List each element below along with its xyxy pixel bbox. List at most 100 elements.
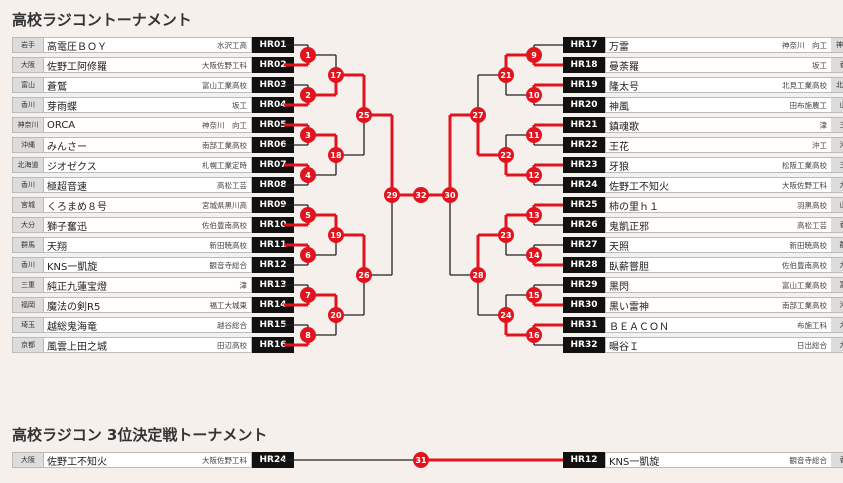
team-name: 万雷 <box>609 41 629 53</box>
heat-id: HR19 <box>563 77 605 93</box>
team-name: 黒閃 <box>609 281 629 293</box>
match-number: 18 <box>330 151 342 160</box>
prefecture-label: 沖縄 <box>831 137 843 153</box>
match-node <box>526 47 542 63</box>
team-name: ジオゼクス <box>47 161 97 173</box>
team-name: 柿の里ｈ１ <box>609 201 659 213</box>
prefecture-label: 群馬 <box>831 237 843 253</box>
third-place-title: 高校ラジコン 3位決定戦トーナメント <box>12 426 268 444</box>
team-name: くろまめ８号 <box>47 201 107 213</box>
heat-id: HR24 <box>563 177 605 193</box>
prefecture-label: 山口 <box>831 97 843 113</box>
prefecture-label: 三重 <box>831 117 843 133</box>
prefecture-label: 富山 <box>12 77 44 93</box>
heat-id: HR03 <box>252 77 294 93</box>
team-name: 曼荼羅 <box>609 61 639 73</box>
school-name: 坂工 <box>232 100 247 110</box>
team-cell: 純正九蓮宝燈津 <box>44 277 252 293</box>
heat-id: HR13 <box>252 277 294 293</box>
prefecture-label: 群馬 <box>12 237 44 253</box>
school-name: 佐伯豊南高校 <box>782 260 827 270</box>
prefecture-label: 京都 <box>12 337 44 353</box>
team-name: 天翔 <box>47 241 67 253</box>
prefecture-label: 神奈川 <box>831 37 843 53</box>
team-row: HR27 天照 新田暁高校群馬 <box>563 237 843 253</box>
heat-id: HR02 <box>252 57 294 73</box>
match-node <box>498 307 514 323</box>
team-name: 神風 <box>609 101 629 113</box>
school-name: 観音寺総合 <box>789 455 828 465</box>
team-name: みんさー <box>47 141 87 153</box>
team-cell: 風雲上田之城田辺高校 <box>44 337 252 353</box>
team-row: HR28臥薪嘗胆佐伯豊南高校大分 <box>563 257 843 273</box>
match-number: 16 <box>528 331 540 340</box>
school-name: 新田暁高校 <box>789 240 828 250</box>
team-row: HR22王花沖工沖縄 <box>563 137 843 153</box>
prefecture-label: 北海道 <box>831 77 843 93</box>
prefecture-label: 富山 <box>831 277 843 293</box>
heat-id: HR07 <box>252 157 294 173</box>
match-node <box>498 147 514 163</box>
team-name: 王花 <box>609 141 629 153</box>
team-name: 鎮魂歌 <box>609 121 639 133</box>
team-cell: 神風 田布施農工 <box>605 97 831 113</box>
team-name: KNS一凱旋 <box>47 261 98 273</box>
team-name: 佐野工阿修羅 <box>47 61 107 73</box>
prefecture-label: 沖縄 <box>831 297 843 313</box>
school-name: 越谷総合 <box>217 320 247 330</box>
match-number: 13 <box>528 211 539 220</box>
heat-id: HR09 <box>252 197 294 213</box>
match-node <box>300 87 316 103</box>
match-node <box>384 187 400 203</box>
heat-id: HR15 <box>252 317 294 333</box>
heat-id: HR27 <box>563 237 605 253</box>
team-cell: 天照 新田暁高校 <box>605 237 831 253</box>
team-name: ORCA <box>47 119 76 131</box>
team-cell: ジオゼクス札幌工業定時 <box>44 157 252 173</box>
prefecture-label: 宮城 <box>12 197 44 213</box>
school-name: 田布施農工 <box>789 100 828 110</box>
school-name: 津 <box>819 120 828 130</box>
match-number: 30 <box>444 191 456 200</box>
team-name: 暘谷Ｉ <box>609 341 639 353</box>
match-number: 25 <box>358 111 370 120</box>
prefecture-label: 大分 <box>831 257 843 273</box>
prefecture-label: 香川 <box>831 57 843 73</box>
heat-id: HR16 <box>252 337 294 353</box>
team-row: HR31ＢＥＡＣＯＮ布施工科大阪 <box>563 317 843 333</box>
match-node <box>328 307 344 323</box>
prefecture-label: 岩手 <box>12 37 44 53</box>
team-name: 臥薪嘗胆 <box>609 261 649 273</box>
team-name: 天照 <box>609 241 629 253</box>
school-name: 水沢工高 <box>217 40 247 50</box>
prefecture-label: 大分 <box>12 217 44 233</box>
match-node <box>526 287 542 303</box>
match-node <box>300 247 316 263</box>
team-cell: 芽雨蝶坂工 <box>44 97 252 113</box>
match-number: 31 <box>415 456 427 465</box>
school-name: 新田暁高校 <box>209 240 248 250</box>
heat-id: HR30 <box>563 297 605 313</box>
team-cell: 万雷神奈川 向工 <box>605 37 831 53</box>
team-row: HR26鬼凱正邪高松工芸香川 <box>563 217 843 233</box>
match-number: 24 <box>500 311 512 320</box>
school-name: 富山工業高校 <box>782 280 827 290</box>
heat-id: HR23 <box>563 157 605 173</box>
team-cell: 佐野工阿修羅大阪佐野工科 <box>44 57 252 73</box>
heat-id: HR05 <box>252 117 294 133</box>
team-cell: 天翔 新田暁高校 <box>44 237 252 253</box>
prefecture-label: 大阪 <box>831 177 843 193</box>
team-cell: KNS一凱旋 観音寺総合 <box>605 452 831 468</box>
match-node <box>356 267 372 283</box>
team-name: 蒼鷲 <box>47 81 67 93</box>
team-name: KNS一凱旋 <box>609 456 660 468</box>
